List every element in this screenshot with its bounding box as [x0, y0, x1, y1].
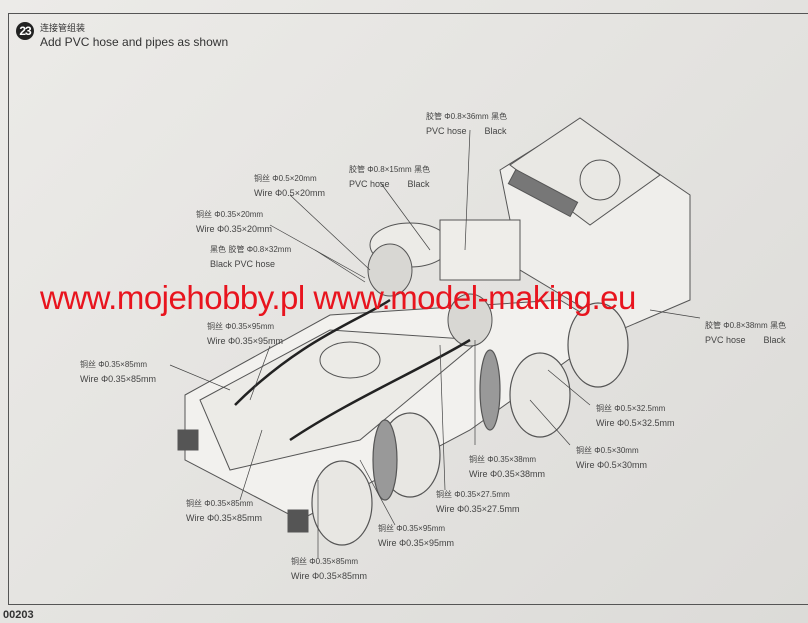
callout-en: Wire Φ0.5×20mm [254, 188, 325, 198]
callout-cn: 胶管 Φ0.8×36mm [426, 112, 489, 121]
callout-color: Black [484, 126, 507, 136]
step-number-badge: 23 [16, 22, 34, 40]
callout-color-cn: 黑色 [414, 165, 431, 174]
wheels [311, 302, 629, 546]
roof-hatch [579, 159, 621, 201]
rear-deck [199, 329, 482, 471]
callout-color: Black [407, 179, 430, 189]
callout-en: Wire Φ0.35×38mm [469, 469, 545, 479]
callout-en: Wire Φ0.35×85mm [80, 374, 156, 384]
callout-en: PVC hose [705, 335, 746, 345]
wheel [567, 302, 629, 388]
callout-cn: 铜丝 Φ0.35×95mm [207, 322, 275, 331]
callout-color-cn: 黑色 [770, 321, 787, 330]
hose [289, 338, 471, 442]
callout-color: Black [763, 335, 786, 345]
callout-en: Wire Φ0.5×32.5mm [596, 418, 675, 428]
callout-cn: 铜丝 Φ0.35×95mm [378, 524, 446, 533]
step-title: Add PVC hose and pipes as shown [40, 35, 229, 49]
mud-flap [177, 429, 199, 451]
callout-pvc-hose-38mm: 胶管 Φ0.8×38mm 黑色 PVC hose Black [705, 318, 786, 347]
fifth-wheel [319, 341, 381, 379]
callout-cn: 铜丝 Φ0.35×85mm [291, 557, 359, 566]
step-title-chinese: 连接管组装 [40, 23, 86, 33]
callout-cn: 铜丝 Φ0.35×85mm [80, 360, 148, 369]
callout-cn: 铜丝 Φ0.35×38mm [469, 455, 537, 464]
callout-color-cn: 黑色 [210, 245, 226, 254]
callout-en: Wire Φ0.35×95mm [207, 336, 283, 346]
callout-cn: 胶管 Φ0.8×32mm [228, 245, 292, 254]
leader-lines [169, 129, 701, 558]
tire-net [372, 419, 398, 501]
winch-drum [367, 243, 413, 297]
callout-en: Wire Φ0.35×85mm [291, 571, 367, 581]
hose [234, 298, 391, 406]
callout-cn: 铜丝 Φ0.5×30mm [576, 446, 639, 455]
grille [507, 168, 579, 218]
callout-cn: 铜丝 Φ0.35×20mm [196, 210, 264, 219]
winch-drum-2 [447, 293, 493, 347]
callout-en: PVC hose [349, 179, 390, 189]
callout-en: PVC hose [234, 259, 276, 269]
callout-cn: 胶管 Φ0.8×15mm [349, 165, 412, 174]
callout-cn: 胶管 Φ0.8×38mm [705, 321, 768, 330]
callout-cn: 铜丝 Φ0.35×27.5mm [436, 490, 510, 499]
callout-cn: 铜丝 Φ0.35×85mm [186, 499, 254, 508]
mud-flap [287, 509, 309, 533]
callout-en: Wire Φ0.35×20mm [196, 224, 272, 234]
callout-en: Wire Φ0.35×95mm [378, 538, 454, 548]
callout-en: PVC hose [426, 126, 467, 136]
tire-net [479, 349, 501, 431]
callout-pvc-hose-15mm: 胶管 Φ0.8×15mm 黑色 PVC hose Black [349, 162, 430, 191]
callout-cn: 铜丝 Φ0.5×20mm [254, 174, 317, 183]
wheel [509, 352, 571, 438]
page-number: 00203 [3, 609, 34, 621]
step-frame [8, 13, 808, 605]
callout-en: Wire Φ0.35×27.5mm [436, 504, 520, 514]
callout-color-cn: 黑色 [491, 112, 508, 121]
callout-en: Wire Φ0.35×85mm [186, 513, 262, 523]
callout-color: Black [210, 259, 233, 269]
watermark-text: www.mojehobby.pl www.model-making.eu [40, 279, 636, 316]
callout-en: Wire Φ0.5×30mm [576, 460, 647, 470]
wheel [311, 460, 373, 546]
callout-cn: 铜丝 Φ0.5×32.5mm [596, 404, 666, 413]
engine-box [439, 219, 521, 281]
callout-pvc-hose-36mm: 胶管 Φ0.8×36mm 黑色 PVC hose Black [426, 109, 507, 138]
